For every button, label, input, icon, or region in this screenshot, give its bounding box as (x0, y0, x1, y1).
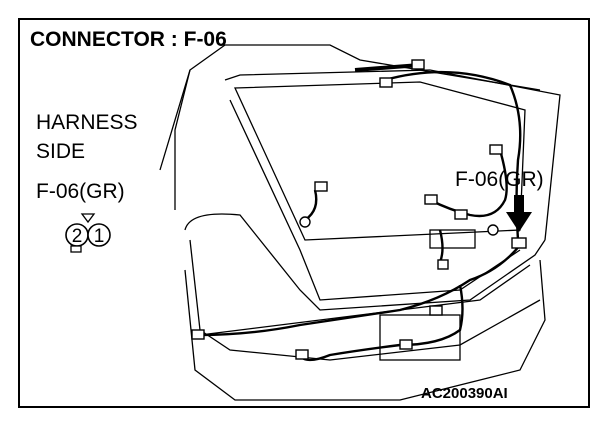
connector-label-right: F-06(GR) (455, 168, 544, 191)
connector-label-left: F-06(GR) (36, 180, 125, 203)
diagram-frame (18, 18, 590, 408)
pin-number-1: 1 (94, 226, 105, 247)
figure-code: AC200390AI (421, 385, 508, 402)
connector-title: CONNECTOR : F-06 (30, 28, 227, 51)
connector-tab (70, 245, 82, 253)
harness-side-label: HARNESS SIDE (36, 108, 138, 166)
lock-triangle-icon (80, 213, 96, 224)
pin-circle-1 (87, 223, 111, 247)
down-arrow-icon (506, 195, 532, 232)
harness-side-line-1: HARNESS (36, 111, 138, 134)
pin-number-2: 2 (72, 226, 83, 247)
harness-side-line-2: SIDE (36, 140, 86, 163)
